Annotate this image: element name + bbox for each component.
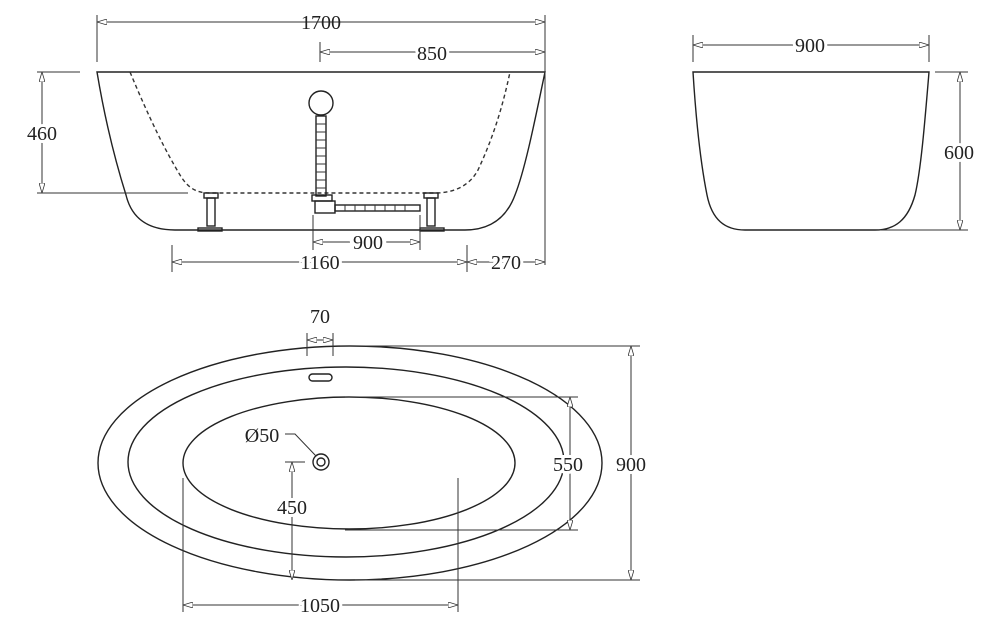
leg-left bbox=[197, 192, 223, 232]
tub-outline-side bbox=[692, 71, 930, 231]
dim-label-450: 450 bbox=[277, 497, 307, 519]
top-view: 70 Ø50 550 900 450 1050 bbox=[97, 306, 649, 620]
leg-right bbox=[419, 192, 445, 232]
dim-label-460: 460 bbox=[27, 123, 57, 145]
inner-rim bbox=[127, 366, 565, 558]
tub-outline-front bbox=[96, 71, 546, 231]
dim-label-850: 850 bbox=[417, 43, 447, 65]
basin bbox=[182, 396, 516, 530]
dim-label-70: 70 bbox=[310, 306, 330, 328]
dim-label-900-top: 900 bbox=[616, 454, 646, 476]
front-view: 1700 850 460 900 1160 270 bbox=[24, 12, 546, 277]
dim-label-diameter-50: Ø50 bbox=[245, 425, 279, 447]
dim-label-900-drain: 900 bbox=[353, 232, 383, 254]
tub-interior-dashed bbox=[129, 71, 511, 194]
dim-label-270: 270 bbox=[491, 252, 521, 274]
dim-label-1160: 1160 bbox=[300, 252, 339, 274]
side-view: 900 600 bbox=[692, 32, 977, 231]
dim-label-550: 550 bbox=[553, 454, 583, 476]
outer-rim bbox=[97, 345, 603, 581]
dim-label-600: 600 bbox=[944, 142, 974, 164]
faucet bbox=[308, 90, 334, 197]
dim-label-1700: 1700 bbox=[301, 12, 341, 34]
drain-assembly bbox=[311, 194, 421, 214]
dim-label-1050: 1050 bbox=[300, 595, 340, 617]
overflow bbox=[308, 373, 333, 382]
dim-label-900-side: 900 bbox=[795, 35, 825, 57]
drain-outer bbox=[312, 453, 330, 471]
